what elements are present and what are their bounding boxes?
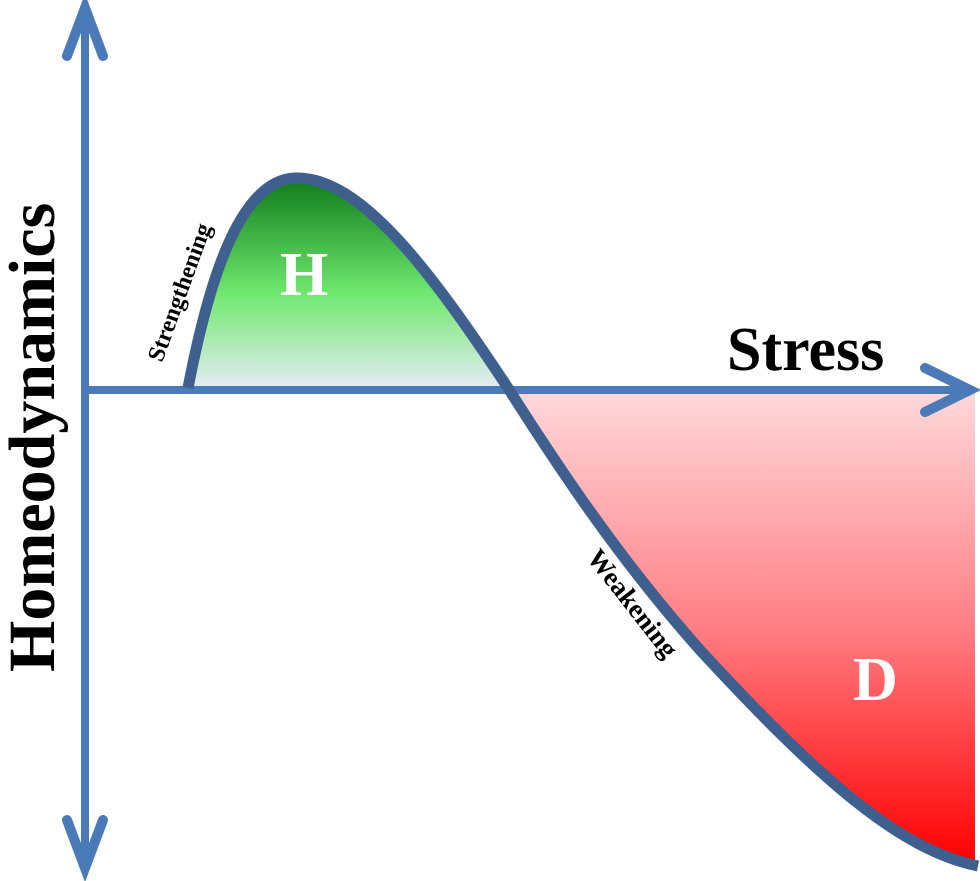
x-axis-label: Stress <box>727 316 884 384</box>
y-axis-up-arrowhead-icon <box>62 0 108 61</box>
positive-region-label: H <box>280 241 328 309</box>
x-axis-arrowhead-icon <box>920 363 980 417</box>
negative-region-label: D <box>853 646 898 714</box>
x-axis <box>85 363 980 417</box>
response-curve <box>182 172 980 872</box>
negative-region-fill <box>508 390 975 862</box>
y-axis-down-arrowhead-icon <box>62 815 108 881</box>
y-axis <box>62 0 108 881</box>
positive-region-fill <box>188 177 508 388</box>
y-axis-label: Homeodynamics <box>0 203 69 672</box>
